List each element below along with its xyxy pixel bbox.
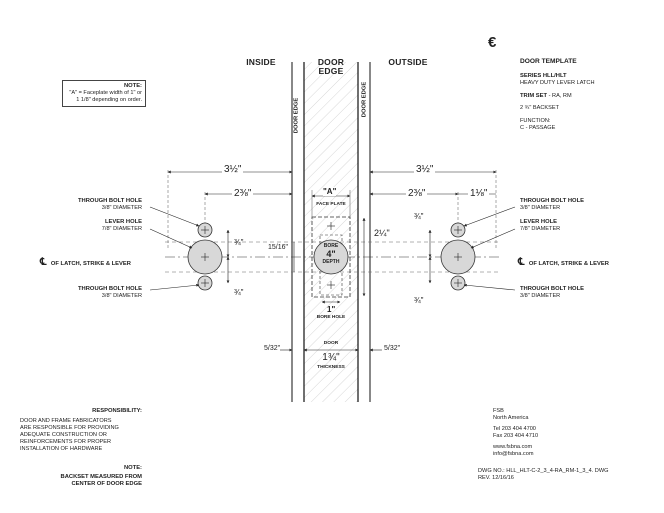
outside-centerline-label: ℄ OF LATCH, STRIKE & LEVER	[518, 257, 609, 268]
dim-5-32-left: 5/32"	[264, 345, 281, 352]
dim-outside-3-5: 3½"	[414, 164, 436, 175]
centerline-icon-right: ℄	[518, 257, 525, 268]
template-title: DOOR TEMPLATE	[520, 58, 577, 65]
door-thickness-value: 1¾"	[322, 352, 340, 363]
thickness-label: THICKNESS	[317, 365, 345, 370]
edge-bore-circle	[313, 239, 349, 275]
responsibility-title: RESPONSIBILITY:	[92, 408, 142, 414]
dim-15-16: 15/16"	[268, 244, 289, 251]
dim-1-1: 1⅛"	[468, 188, 490, 199]
drawing-number: DWG NO.: HLL_HLT-C-2_3_4-RA_RM-1_3_4. DW…	[478, 468, 609, 474]
function-value: C - PASSAGE	[520, 125, 556, 131]
face-plate-label: FACE PLATE	[316, 202, 346, 207]
bore-label: BORE 4" DEPTH	[322, 243, 340, 265]
dim-2-1: 2¼"	[374, 228, 390, 238]
dim-A: "A"	[323, 187, 337, 196]
door-label: DOOR	[323, 341, 339, 346]
series-desc: HEAVY DUTY LEVER LATCH	[520, 80, 595, 86]
dim-outside-2-3: 2⅜"	[406, 188, 428, 199]
dim-3-4-bottom-left: ¾"	[234, 288, 244, 297]
company-fax: Fax 203 404 4710	[493, 433, 539, 439]
title-block: DOOR TEMPLATE SERIES HLL/HLT HEAVY DUTY …	[520, 58, 650, 132]
dim-bore-hole: 1"	[327, 305, 336, 314]
drawing-info: DWG NO.: HLL_HLT-C-2_3_4-RA_RM-1_3_4. DW…	[478, 468, 658, 482]
responsibility-note: RESPONSIBILITY: DOOR AND FRAME FABRICATO…	[20, 408, 142, 453]
function-label: FUNCTION:	[520, 118, 551, 124]
inside-label: INSIDE	[246, 57, 276, 67]
drawing-rev: REV. 12/16/16	[478, 475, 514, 481]
dim-3-4-top-right: ¾"	[414, 212, 424, 221]
trim-value: - RA, RM	[547, 93, 572, 99]
dim-3-4-bottom-right: ¾"	[414, 296, 424, 305]
note-text: "A" = Faceplate width of 1" or 1 1/8" de…	[69, 90, 142, 103]
dim-inside-3-5: 3½"	[222, 164, 244, 175]
company-email: info@fsbna.com	[493, 451, 534, 457]
note-title: NOTE:	[123, 83, 142, 89]
company-name: FSB	[493, 408, 504, 414]
series-label: SERIES HLL/HLT	[520, 73, 567, 79]
backset-value: 2 ¾" BACKSET	[520, 105, 559, 111]
outside-label: OUTSIDE	[388, 57, 428, 67]
dim-3-4-top-left: ¾"	[234, 238, 244, 247]
faceplate-note: NOTE: "A" = Faceplate width of 1" or 1 1…	[62, 80, 146, 107]
door-edge-vertical-left: DOOR EDGE	[293, 97, 300, 134]
responsibility-text: DOOR AND FRAME FABRICATORS ARE RESPONSIB…	[20, 418, 119, 452]
bore-hole-label: BORE HOLE	[316, 315, 346, 320]
company-region: North America	[493, 415, 529, 421]
dim-5-32-right: 5/32"	[384, 345, 401, 352]
brand-logo: €	[488, 34, 497, 51]
company-web: www.fsbna.com	[493, 444, 533, 450]
backset-note: NOTE: BACKSET MEASURED FROM CENTER OF DO…	[60, 465, 142, 487]
company-info: FSB North America Tel 203 404 4700 Fax 2…	[493, 408, 613, 458]
inside-centerline-label: ℄ OF LATCH, STRIKE & LEVER	[40, 257, 131, 268]
faceplate-outline	[311, 216, 351, 298]
door-edge-section	[304, 62, 358, 402]
company-tel: Tel 203 404 4700	[493, 426, 536, 432]
door-edge-vertical-right: DOOR EDGE	[361, 81, 368, 118]
centerline-icon: ℄	[40, 257, 47, 268]
dim-inside-2-3: 2⅜"	[232, 188, 254, 199]
trim-label: TRIM SET	[520, 93, 548, 99]
